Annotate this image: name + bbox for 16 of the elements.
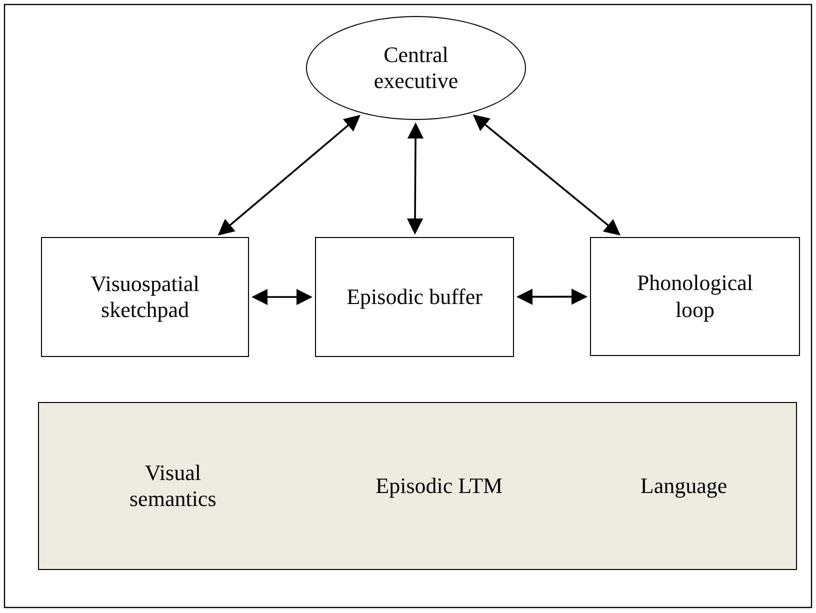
node-label: Central executive <box>372 42 460 94</box>
arrow <box>218 114 360 236</box>
node-label: Episodic LTM <box>376 472 503 500</box>
process-box <box>315 237 514 357</box>
arrow <box>406 122 424 235</box>
memory-panel <box>38 402 797 570</box>
node-label: Visual semantics <box>128 460 218 512</box>
node-label: Episodic buffer <box>346 284 482 310</box>
process-box <box>41 237 249 357</box>
arrow <box>472 114 620 236</box>
process-box <box>590 237 800 356</box>
arrow <box>516 288 588 305</box>
arrow <box>251 288 313 306</box>
node-label: Phonological loop <box>636 270 754 323</box>
node-label: Language <box>640 472 728 500</box>
node-label: Visuospatial sketchpad <box>90 270 200 324</box>
